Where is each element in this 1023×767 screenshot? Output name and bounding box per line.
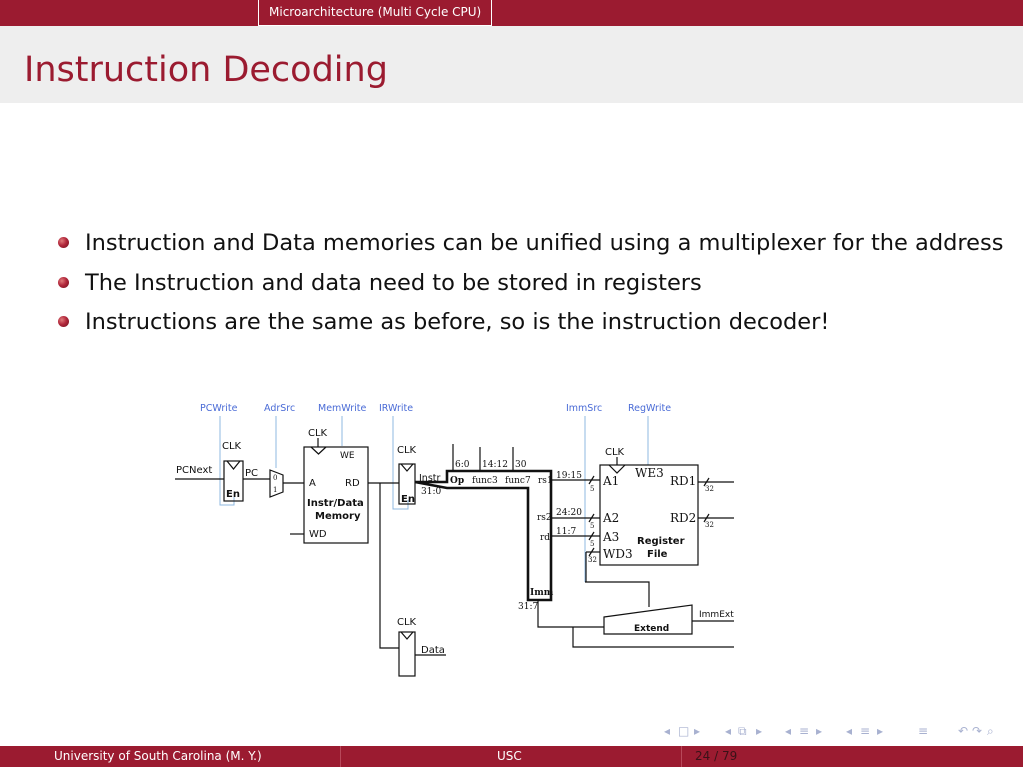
- ir-clk-label: CLK: [397, 445, 417, 456]
- immext-label: ImmExt: [699, 610, 734, 620]
- rf-we3-label: WE3: [635, 466, 664, 480]
- pcnext-label: PCNext: [176, 465, 212, 476]
- rf-rd2-label: RD2: [670, 511, 696, 525]
- rf-rd1-label: RD1: [670, 474, 696, 488]
- mem-rd-label: RD: [345, 478, 360, 489]
- bits-14-12-label: 14:12: [482, 460, 508, 470]
- adrsrc-label: AdrSrc: [264, 403, 295, 414]
- imm-label: Imm: [530, 588, 554, 598]
- rf-name-line2: File: [647, 549, 668, 560]
- nav-forward-icon[interactable]: ↷: [972, 724, 983, 738]
- rf-a2-label: A2: [602, 511, 619, 525]
- nav-next-part-icon[interactable]: ▸: [877, 724, 884, 738]
- mem-name-line1: Instr/Data: [307, 498, 364, 509]
- width-rd1-label: 32: [705, 485, 714, 493]
- width-a2-label: 5: [590, 522, 594, 530]
- bullet-icon: [58, 316, 69, 327]
- mem-wd-label: WD: [309, 529, 327, 540]
- rf-clk-label: CLK: [605, 447, 625, 458]
- bits-6-0-label: 6:0: [455, 460, 470, 470]
- pc-label: PC: [245, 468, 258, 479]
- footer-short-title: USC: [497, 749, 522, 763]
- bits-24-20-label: 24:20: [556, 508, 582, 518]
- mem-we-label: WE: [340, 451, 355, 461]
- footer-divider: [340, 746, 341, 767]
- bullet-item: The Instruction and data need to be stor…: [55, 264, 1005, 304]
- nav-prev-frame-icon[interactable]: ◂: [664, 724, 671, 738]
- regwrite-label: RegWrite: [628, 403, 671, 414]
- data-clk-label: CLK: [397, 617, 417, 628]
- bullet-text: Instructions are the same as before, so …: [85, 309, 830, 335]
- bits-19-15-label: 19:15: [556, 471, 582, 481]
- instr-range-label: 31:0: [421, 487, 441, 497]
- bits-31-7-label: 31:7: [518, 602, 538, 612]
- nav-part-icon[interactable]: ≡: [860, 724, 871, 738]
- nav-next-subsection-icon[interactable]: ▸: [756, 724, 763, 738]
- rf-wd3-label: WD3: [603, 547, 633, 561]
- nav-next-frame-icon[interactable]: ▸: [694, 724, 701, 738]
- bits-30-label: 30: [515, 460, 527, 470]
- data-label: Data: [421, 645, 445, 656]
- rf-a3-label: A3: [602, 530, 619, 544]
- mux-in0-label: 0: [273, 474, 277, 482]
- rs2-label: rs2: [537, 513, 552, 523]
- nav-prev-subsection-icon[interactable]: ◂: [725, 724, 732, 738]
- title-block: [0, 26, 1023, 103]
- memwrite-label: MemWrite: [318, 403, 367, 414]
- width-rd2-label: 32: [705, 521, 714, 529]
- bullet-text: The Instruction and data need to be stor…: [85, 269, 702, 296]
- bullet-icon: [58, 276, 69, 288]
- pcwrite-label: PCWrite: [200, 403, 238, 414]
- irwrite-label: IRWrite: [379, 403, 413, 414]
- slide-title: Instruction Decoding: [24, 50, 388, 90]
- pc-clk-label: CLK: [222, 441, 242, 452]
- bullet-item: Instructions are the same as before, so …: [55, 303, 1005, 343]
- width-a1-label: 5: [590, 485, 594, 493]
- nav-search-icon[interactable]: ⌕: [987, 724, 994, 738]
- bullet-text: Instruction and Data memories can be uni…: [85, 230, 1004, 256]
- mem-clk-label: CLK: [308, 428, 328, 439]
- immsrc-label: ImmSrc: [566, 403, 602, 414]
- width-wd3-label: 32: [588, 556, 597, 564]
- footer-page-number: 24 / 79: [695, 749, 738, 763]
- instr-label: Instr: [419, 473, 440, 484]
- bullet-item: Instruction and Data memories can be uni…: [55, 224, 1005, 264]
- nav-next-section-icon[interactable]: ▸: [816, 724, 823, 738]
- footer-divider: [681, 746, 682, 767]
- mem-name-line2: Memory: [315, 511, 361, 522]
- rd-label: rd: [540, 533, 550, 543]
- bits-11-7-label: 11:7: [556, 527, 576, 537]
- nav-prev-part-icon[interactable]: ◂: [846, 724, 853, 738]
- nav-prev-section-icon[interactable]: ◂: [785, 724, 792, 738]
- nav-section-icon[interactable]: ≡: [799, 724, 810, 738]
- ir-en-label: En: [401, 494, 415, 505]
- bullet-list: Instruction and Data memories can be uni…: [55, 224, 1005, 343]
- nav-subsection-icon[interactable]: ⧉: [738, 724, 747, 738]
- section-title[interactable]: Microarchitecture (Multi Cycle CPU): [258, 0, 493, 26]
- footer-bar: University of South Carolina (M. Y.) USC…: [0, 746, 1023, 767]
- extend-label: Extend: [634, 624, 669, 634]
- rf-name-line1: Register: [637, 536, 685, 547]
- nav-back-icon[interactable]: ↶: [958, 724, 969, 738]
- header-bar: Microarchitecture (Multi Cycle CPU): [0, 0, 1023, 26]
- rs1-label: rs1: [538, 476, 553, 486]
- bullet-icon: [58, 237, 69, 248]
- nav-frame-icon[interactable]: □: [678, 724, 690, 738]
- footer-institution: University of South Carolina (M. Y.): [54, 749, 262, 763]
- func7-label: func7: [505, 476, 531, 486]
- nav-toc-icon[interactable]: ≡: [918, 724, 929, 738]
- mux-in1-label: 1: [273, 486, 277, 494]
- op-label: Op: [450, 476, 464, 486]
- rf-a1-label: A1: [602, 474, 619, 488]
- func3-label: func3: [472, 476, 498, 486]
- pc-en-label: En: [226, 489, 240, 500]
- width-a3-label: 5: [590, 540, 594, 548]
- mem-a-label: A: [309, 478, 316, 489]
